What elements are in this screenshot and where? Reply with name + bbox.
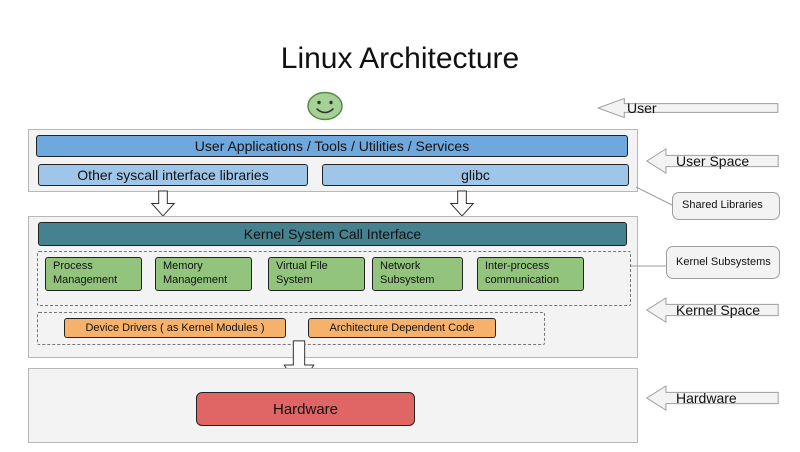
- down-arrow-icon: [150, 190, 176, 217]
- user-arrow-label: User: [597, 97, 779, 119]
- memory-management-box: Memory Management: [155, 257, 252, 291]
- hardware-label: Hardware: [676, 390, 737, 406]
- architecture-dependent-code-box: Architecture Dependent Code: [308, 318, 496, 338]
- kernel-modules-group: [37, 312, 545, 345]
- shared-libraries-callout: Shared Libraries: [672, 192, 780, 220]
- other-syscall-libraries-box: Other syscall interface libraries: [38, 164, 308, 186]
- user-applications-bar: User Applications / Tools / Utilities / …: [36, 135, 628, 157]
- process-management-box: Process Management: [45, 257, 142, 291]
- kernel-subsystems-callout-tail: [630, 258, 668, 268]
- user-space-arrow-label: User Space: [646, 147, 779, 175]
- device-drivers-box: Device Drivers ( as Kernel Modules ): [64, 318, 286, 338]
- user-label: User: [627, 100, 657, 116]
- glibc-box: glibc: [322, 164, 629, 186]
- shared-libraries-callout-tail: [634, 185, 676, 209]
- inter-process-communication-box: Inter-process communication: [477, 257, 584, 291]
- kernel-space-arrow-label: Kernel Space: [646, 296, 779, 324]
- user-space-label: User Space: [676, 153, 750, 169]
- kernel-syscall-interface-bar: Kernel System Call Interface: [38, 222, 627, 246]
- virtual-file-system-box: Virtual File System: [268, 257, 365, 291]
- kernel-subsystems-group: [37, 251, 631, 306]
- kernel-subsystems-callout: Kernel Subsystems: [666, 246, 780, 279]
- kernel-space-label: Kernel Space: [676, 302, 761, 318]
- hardware-arrow-label: Hardware: [646, 384, 779, 412]
- smiley-face-icon: [306, 91, 344, 121]
- hardware-box: Hardware: [196, 392, 415, 426]
- network-subsystem-box: Network Subsystem: [372, 257, 463, 291]
- page-title: Linux Architecture: [280, 42, 520, 75]
- down-arrow-icon: [449, 190, 475, 217]
